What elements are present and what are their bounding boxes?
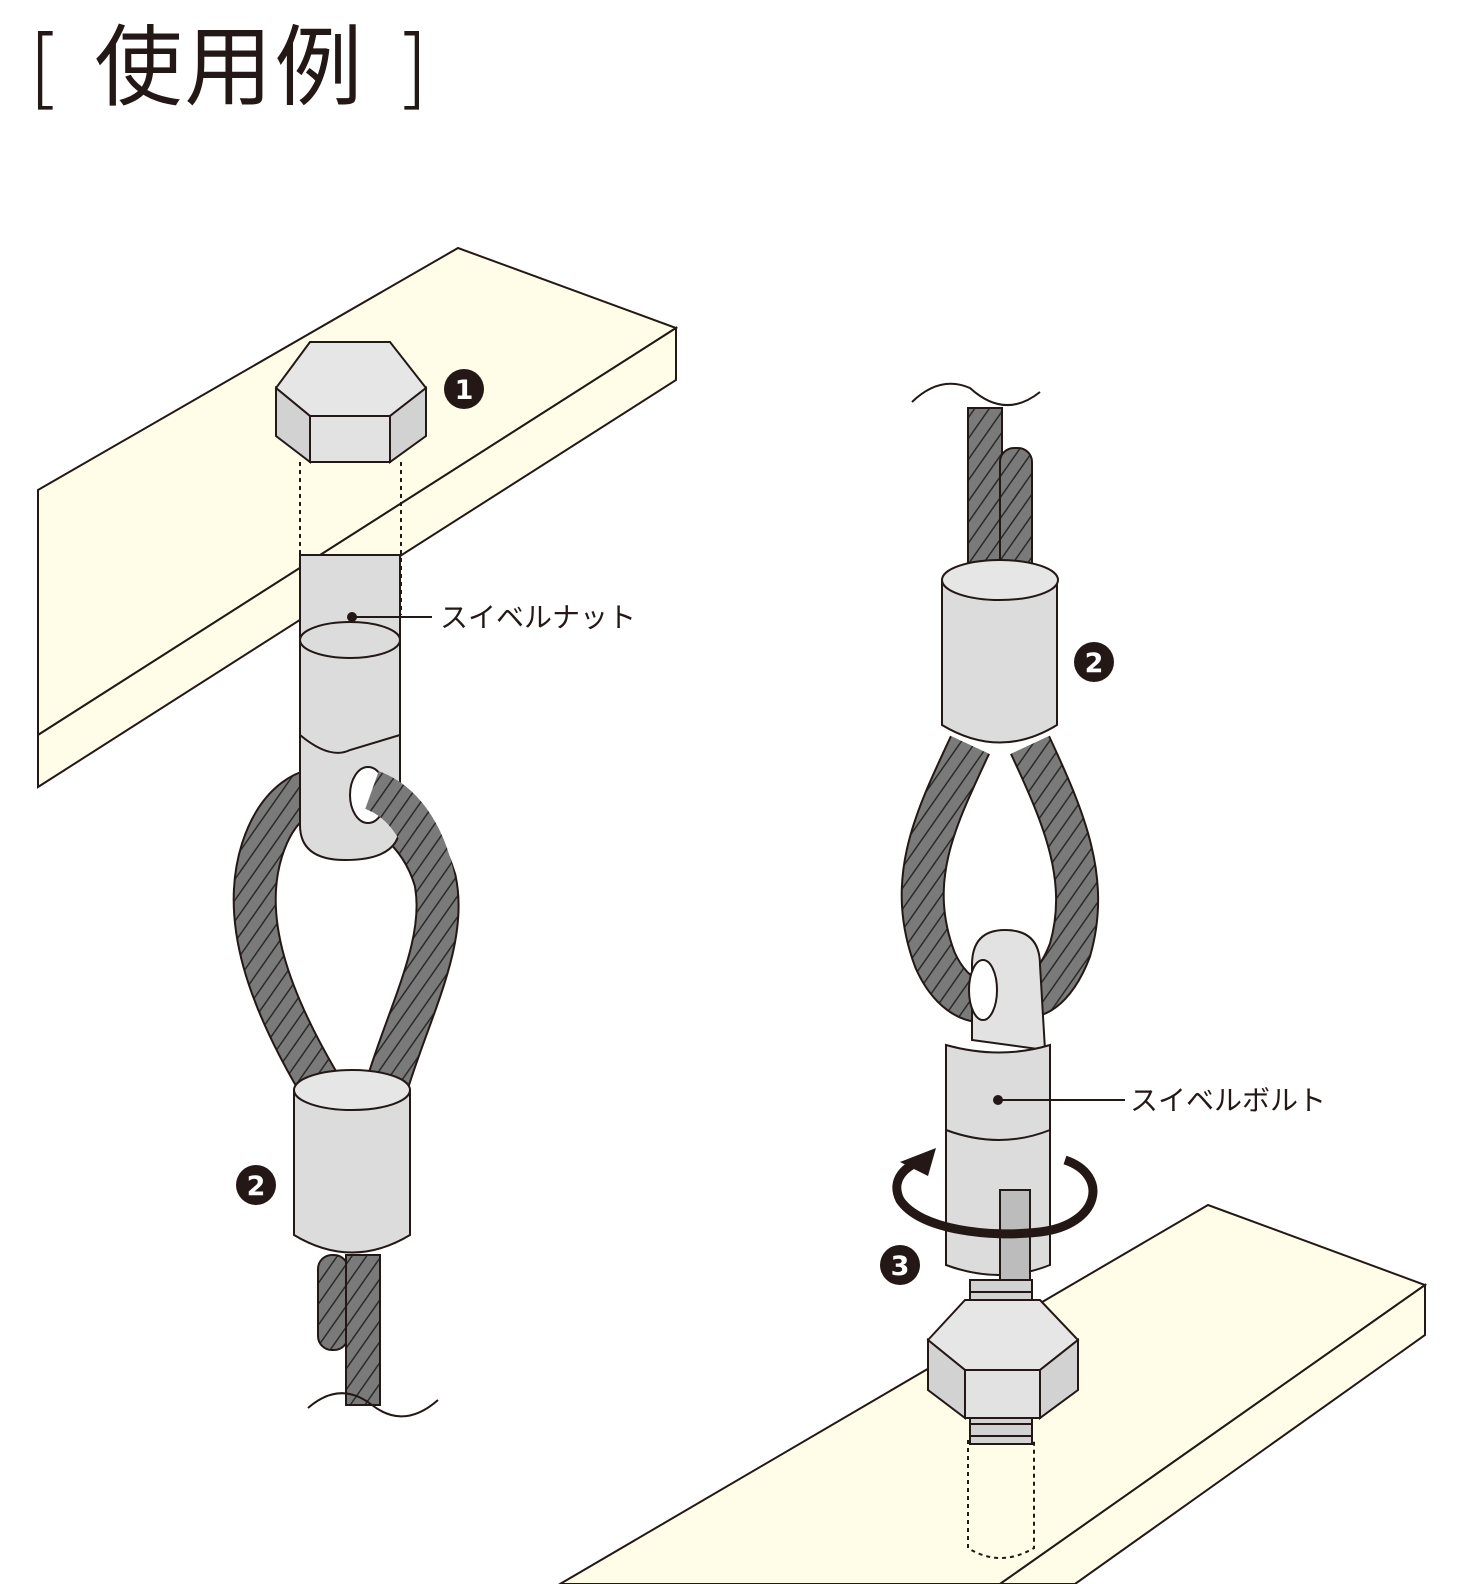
hex-bolt-head (274, 341, 428, 465)
page-title: [ 使用例 ] (28, 18, 431, 118)
sleeve-right (941, 559, 1059, 744)
step-badge-2-left-label: 2 (247, 1171, 266, 1202)
label-swivel-bolt: スイベルボルト (1130, 1084, 1326, 1117)
swivel-bolt (945, 928, 1051, 1281)
step-badge-1: 1 (444, 369, 484, 409)
title-bracket-open: [ (28, 16, 65, 119)
hex-nut (926, 1299, 1080, 1421)
step-badge-3-label: 3 (891, 1251, 910, 1282)
title-text: 使用例 (94, 16, 365, 119)
step-badge-2-right-label: 2 (1085, 648, 1104, 679)
sleeve-left (293, 1069, 411, 1254)
rotation-arrow-icon (892, 1148, 1098, 1239)
label-swivel-nut: スイベルナット (440, 601, 636, 634)
step-badge-1-label: 1 (455, 375, 474, 406)
title-bracket-close: ] (394, 16, 431, 119)
step-badge-3: 3 (880, 1245, 920, 1285)
bolt-end-hidden (967, 1440, 1035, 1559)
bolt-shaft-hidden (299, 462, 402, 615)
wire-rope-tail-left (307, 1254, 439, 1418)
step-badge-2-right: 2 (1074, 642, 1114, 682)
wire-rope-strand-front (364, 771, 455, 885)
step-badge-2-left: 2 (236, 1165, 276, 1205)
